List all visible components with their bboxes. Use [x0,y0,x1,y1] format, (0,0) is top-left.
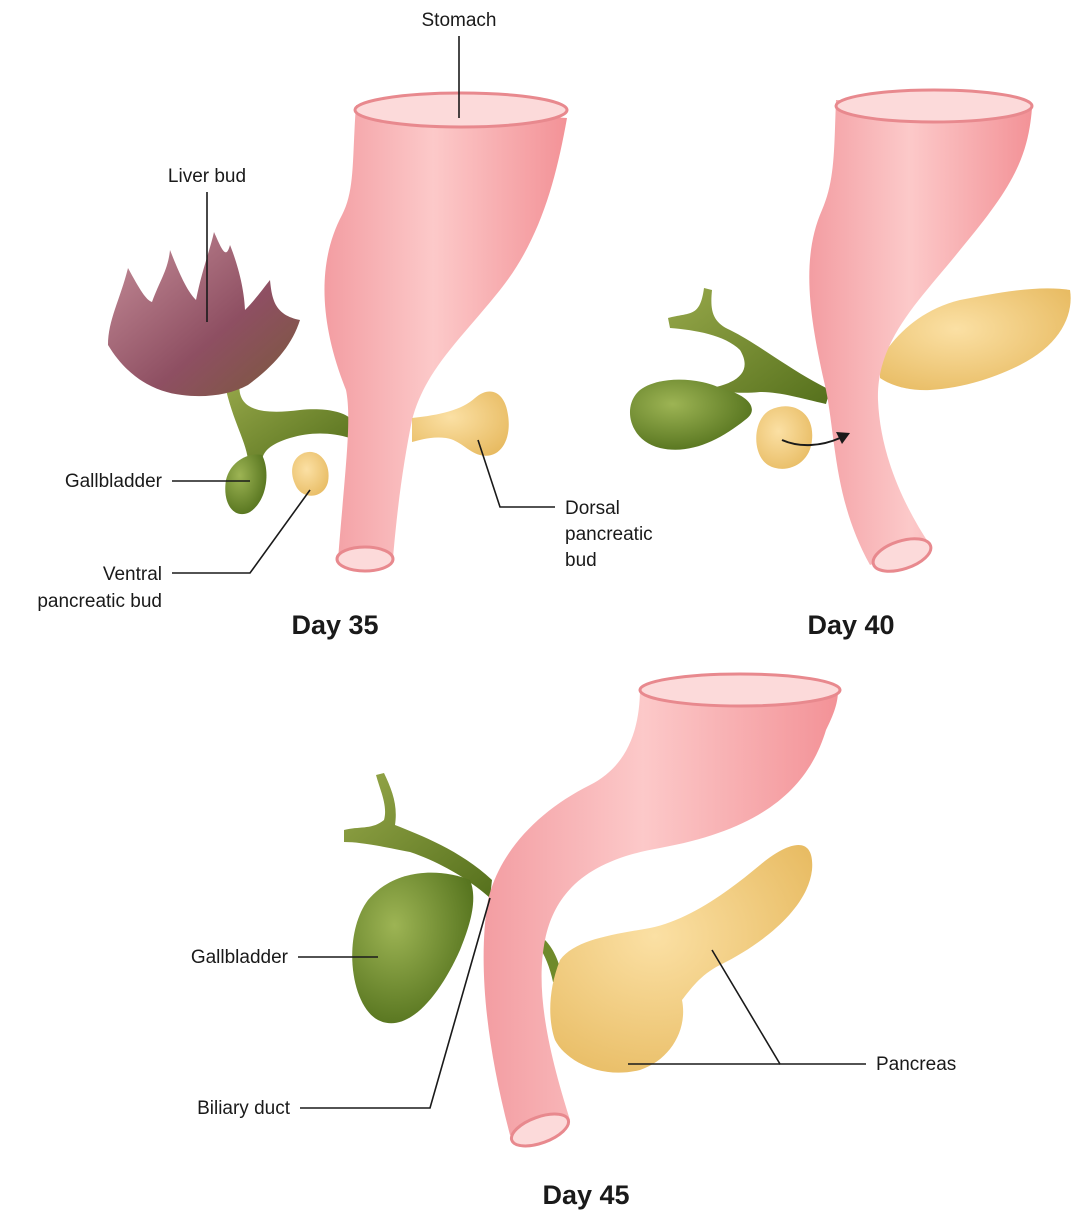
day45-pancreas [550,845,812,1073]
label-dorsal-line3: bud [565,550,597,571]
day35-ventral-pancreatic-bud [292,452,329,496]
stage-day40: Day 40 [807,610,894,640]
day45-stomach-opening [640,674,840,706]
day45-gallbladder [352,873,473,1024]
label-biliary-duct: Biliary duct [197,1098,291,1119]
day40-group [630,90,1071,578]
day40-stomach-opening [836,90,1032,122]
label-ventral-line1: Ventral [103,564,162,585]
day35-biliary-duct [225,380,350,462]
leader-pancreas [712,950,866,1064]
day35-duodenum-opening [337,547,393,571]
label-gallbladder-day45: Gallbladder [191,947,289,968]
day40-ventral-pancreatic-bud [756,406,812,469]
day35-stomach-opening [355,93,567,127]
label-stomach: Stomach [422,10,497,31]
day35-gallbladder [225,454,266,514]
label-pancreas: Pancreas [876,1054,956,1075]
stage-day35: Day 35 [291,610,378,640]
label-dorsal-line1: Dorsal [565,498,620,519]
day35-gut-tube [324,105,567,560]
stage-day45: Day 45 [542,1180,629,1210]
day45-group [344,674,840,1152]
label-dorsal-line2: pancreatic [565,524,653,545]
label-liver-bud: Liver bud [168,166,246,187]
label-ventral-line2: pancreatic bud [37,591,162,612]
day35-liver-bud [108,232,300,396]
label-gallbladder-day35: Gallbladder [65,471,163,492]
day35-dorsal-pancreatic-bud [412,392,509,456]
